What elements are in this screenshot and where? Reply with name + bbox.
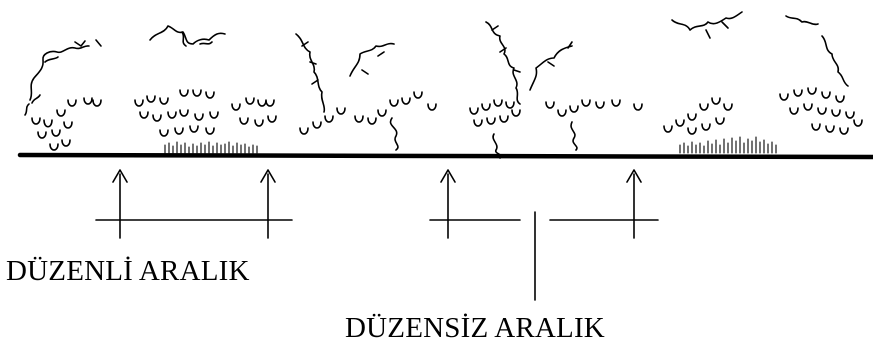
shrub-left-edge	[24, 39, 102, 116]
shrub-center-left	[134, 25, 277, 137]
shrub-middle	[349, 42, 437, 151]
arrow-head-1	[112, 169, 128, 183]
shrub-left-leaves	[31, 97, 102, 151]
grass-hatch-2	[679, 136, 777, 154]
arrow-head-2	[260, 169, 276, 183]
arrow-head-3	[440, 169, 456, 183]
shrub-center-right	[469, 21, 643, 159]
irregular-spacing-dimension	[429, 169, 659, 301]
arrow-head-4	[626, 169, 642, 183]
grass-hatch-1	[164, 141, 258, 154]
shrub-branch-1	[295, 33, 346, 135]
ground-line	[17, 152, 873, 160]
shrub-right	[663, 11, 863, 135]
regular-spacing-dimension	[95, 169, 293, 239]
irregular-spacing-label: DÜZENSİZ ARALIK	[345, 312, 605, 344]
regular-spacing-label: DÜZENLİ ARALIK	[6, 255, 250, 287]
